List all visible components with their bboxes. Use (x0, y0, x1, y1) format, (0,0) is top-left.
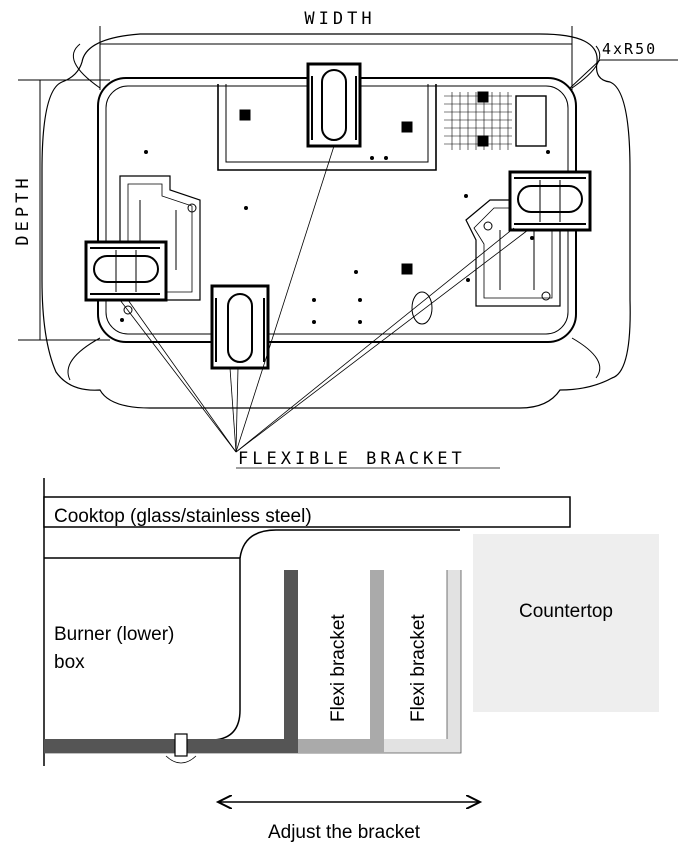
countertop-block (473, 534, 659, 712)
bracket-clip-icon (210, 284, 270, 370)
cooktop-label: Cooktop (glass/stainless steel) (54, 506, 312, 527)
countertop-label: Countertop (519, 601, 613, 622)
bracket-clip-icon (508, 170, 592, 232)
mounting-holes (120, 150, 550, 324)
bracket-leader-lines (119, 145, 529, 469)
radius-label: 4xR50 (602, 40, 657, 58)
section-view (43, 478, 659, 802)
burner-label-line1: Burner (lower) (54, 624, 174, 645)
flexi-bracket-label-1: Flexi bracket (328, 614, 349, 722)
adjust-bracket-label: Adjust the bracket (268, 822, 421, 843)
burner-box (44, 557, 241, 741)
plan-view (18, 26, 678, 469)
flexi-bracket-light (44, 570, 461, 753)
width-label: WIDTH (304, 9, 375, 29)
flexible-bracket-label: FLEXIBLE BRACKET (238, 449, 466, 469)
bracket-clip-icon (84, 240, 168, 302)
depth-label: DEPTH (13, 174, 33, 245)
cooktop-slab (43, 496, 571, 528)
depth-dimension (18, 79, 110, 341)
burner-label-line2: box (54, 652, 85, 673)
gasket-outline (41, 33, 631, 409)
flexi-bracket-label-2: Flexi bracket (408, 614, 429, 722)
screw-icon (174, 733, 188, 757)
flexi-bracket-dark (44, 570, 298, 753)
bracket-clip-icon (306, 62, 362, 148)
